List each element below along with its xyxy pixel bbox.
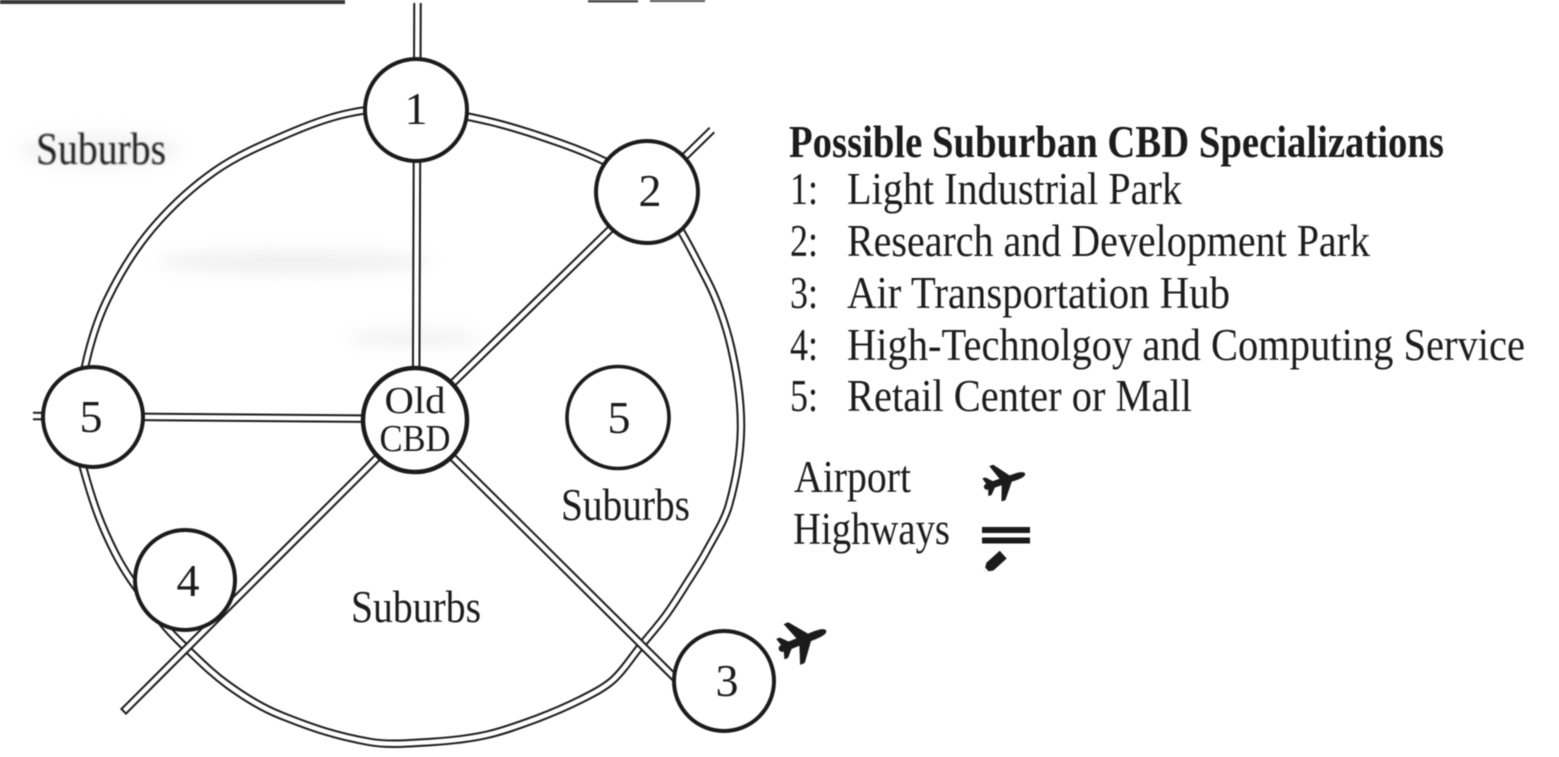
svg-text:Old: Old bbox=[385, 380, 446, 422]
svg-text:2:: 2: bbox=[790, 216, 818, 266]
svg-text:5: 5 bbox=[80, 391, 103, 442]
svg-text:Suburbs: Suburbs bbox=[561, 480, 690, 530]
svg-text:3: 3 bbox=[716, 655, 739, 706]
svg-text:1: 1 bbox=[405, 83, 428, 134]
svg-text:1:: 1: bbox=[790, 164, 818, 214]
svg-text:Research and Development Park: Research and Development Park bbox=[847, 216, 1370, 266]
svg-text:Retail Center or Mall: Retail Center or Mall bbox=[847, 371, 1192, 421]
svg-text:Suburbs: Suburbs bbox=[351, 582, 481, 632]
svg-text:5: 5 bbox=[608, 392, 631, 443]
svg-text:Possible Suburban CBD Speciali: Possible Suburban CBD Specializations bbox=[789, 116, 1444, 167]
svg-text:2: 2 bbox=[639, 165, 662, 216]
svg-text:Suburbs: Suburbs bbox=[36, 124, 166, 174]
svg-text:4: 4 bbox=[177, 555, 200, 606]
svg-text:4:: 4: bbox=[790, 320, 818, 370]
svg-text:3:: 3: bbox=[790, 268, 818, 318]
svg-text:5:: 5: bbox=[790, 371, 818, 421]
svg-text:Highways: Highways bbox=[793, 504, 950, 554]
svg-text:CBD: CBD bbox=[380, 418, 451, 460]
svg-text:High-Technolgoy and Computing: High-Technolgoy and Computing Service bbox=[847, 320, 1525, 370]
svg-text:Airport: Airport bbox=[794, 452, 911, 502]
svg-text:Air Transportation Hub: Air Transportation Hub bbox=[847, 268, 1230, 318]
svg-text:Light Industrial Park: Light Industrial Park bbox=[847, 164, 1182, 214]
